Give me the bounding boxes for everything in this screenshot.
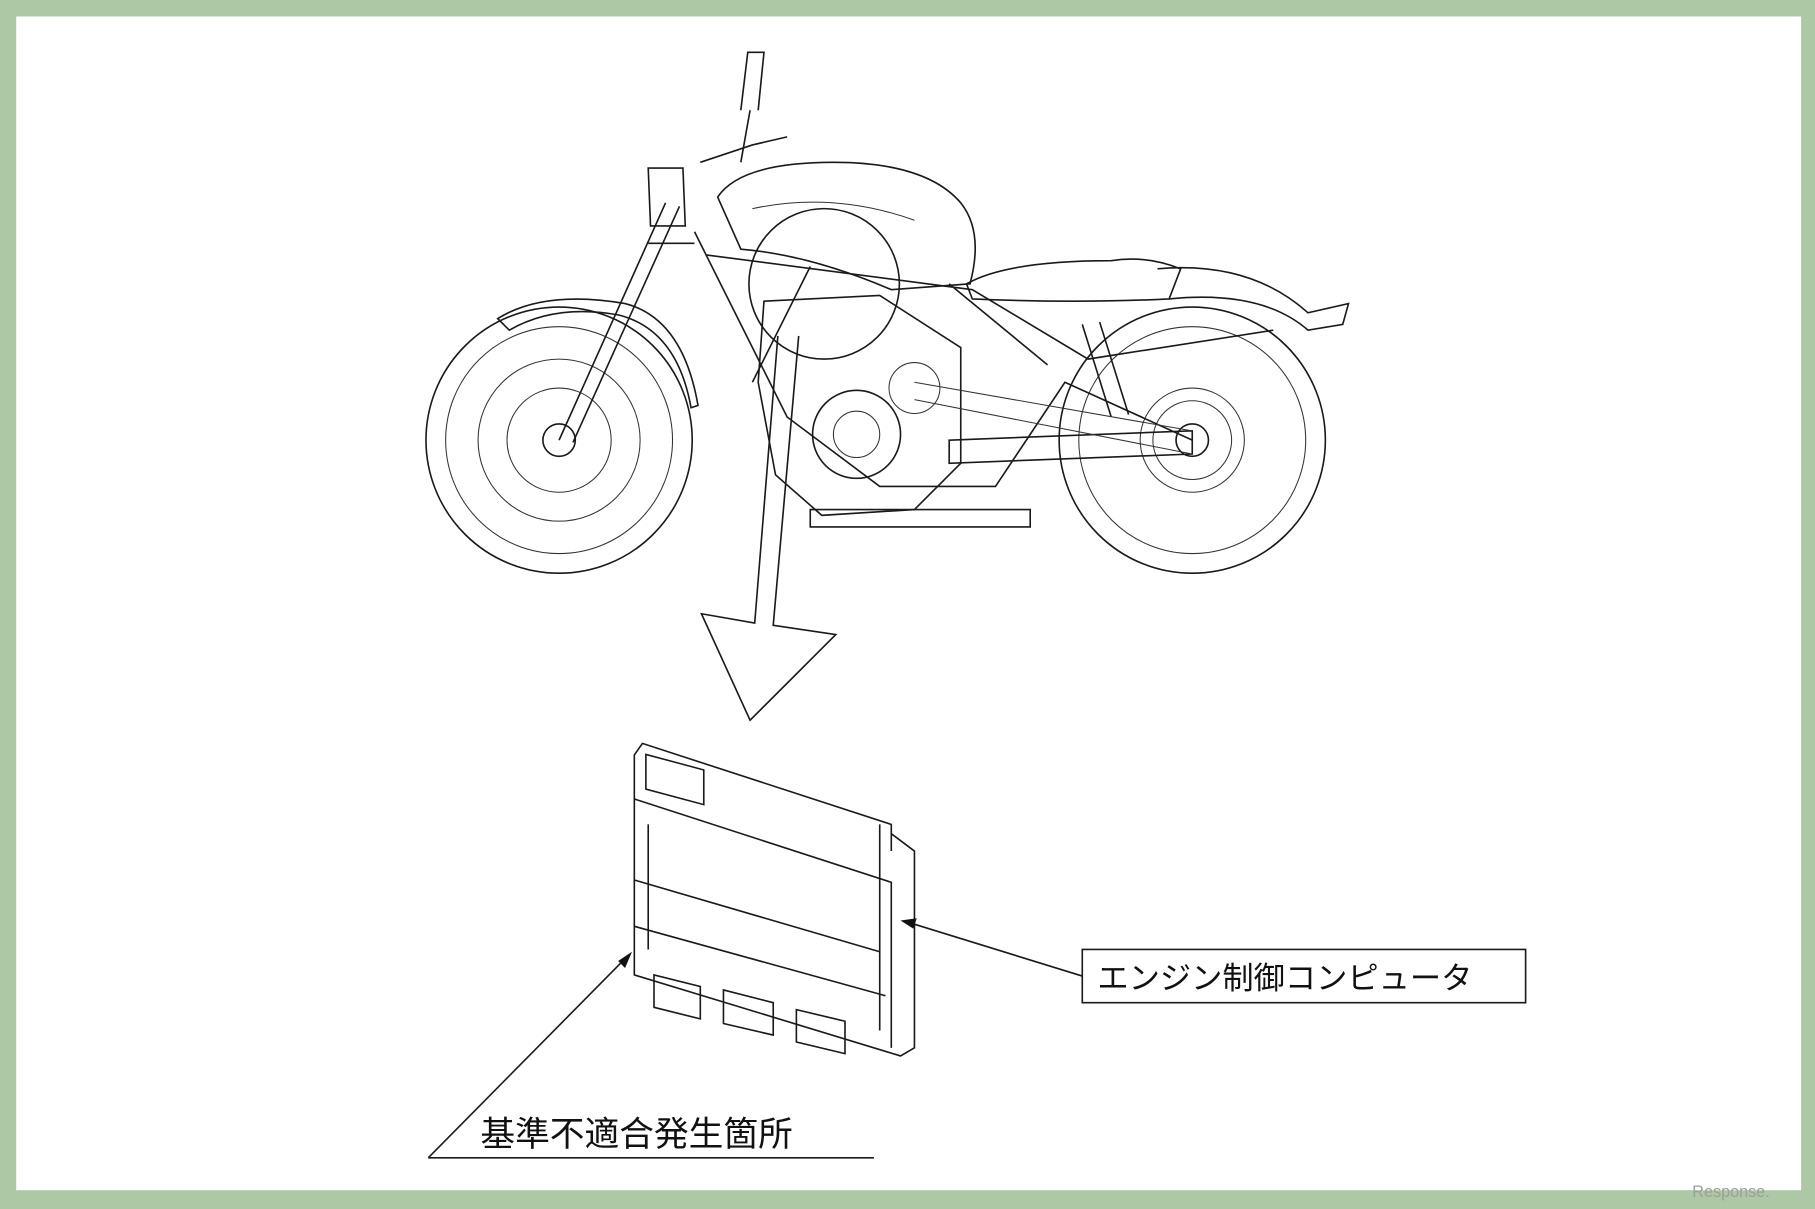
front-wheel bbox=[425, 306, 694, 575]
exhaust bbox=[809, 508, 1032, 528]
watermark: Response. bbox=[1692, 1183, 1769, 1201]
pointer-arrow bbox=[700, 335, 838, 722]
headlight bbox=[647, 167, 687, 227]
rear-shock bbox=[1081, 321, 1130, 418]
mirror bbox=[700, 51, 788, 164]
front-fender bbox=[496, 298, 699, 409]
front-fork bbox=[558, 202, 695, 443]
leader-defect bbox=[427, 951, 874, 1159]
ecu-label: エンジン制御コンピュータ bbox=[1097, 961, 1472, 997]
ecu-illustration bbox=[633, 742, 916, 1057]
defect-location-label: 基準不適合発生箇所 bbox=[480, 1115, 792, 1155]
connector bbox=[653, 973, 846, 1055]
seat bbox=[965, 258, 1182, 303]
paper bbox=[16, 16, 1802, 1191]
rear-wheel bbox=[1058, 306, 1327, 575]
highlight-circle bbox=[748, 207, 901, 360]
rear-fender bbox=[1157, 266, 1350, 332]
fuel-tank bbox=[716, 161, 977, 291]
ecu-label-box bbox=[1081, 948, 1527, 1004]
motorcycle-illustration bbox=[425, 51, 1350, 575]
leader-ecu bbox=[900, 918, 1083, 977]
